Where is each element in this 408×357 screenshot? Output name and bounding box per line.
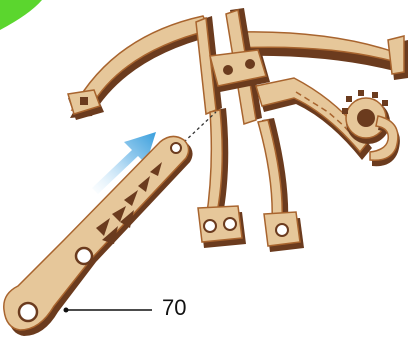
- corner-accent: [0, 0, 42, 30]
- part-number-label: 70: [162, 296, 186, 320]
